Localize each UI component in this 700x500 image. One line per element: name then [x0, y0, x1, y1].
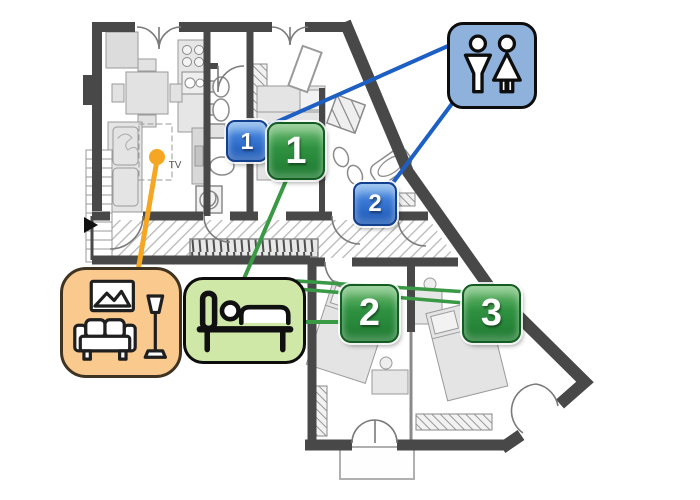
sofa-icon	[73, 318, 137, 361]
dining-table	[111, 58, 183, 128]
stove-icon	[182, 45, 204, 67]
leader-line-bedroom-1	[241, 174, 290, 283]
sofa	[107, 121, 143, 213]
picture-sofa-lamp-icon	[73, 279, 167, 361]
desk	[371, 369, 409, 395]
living-room-legend[interactable]	[60, 267, 182, 378]
corridor	[92, 220, 456, 258]
lamp-icon	[146, 294, 165, 315]
kitchen-dining-room: TV	[105, 31, 223, 214]
bed-legend[interactable]	[183, 277, 306, 364]
bathroom-1	[206, 76, 235, 176]
bathroom-badge-2[interactable]: 2	[353, 182, 397, 226]
toilet-icon	[212, 98, 230, 122]
balcony	[339, 446, 415, 480]
leader-line-living-room	[135, 157, 160, 274]
kitchen-cabinet	[105, 31, 139, 69]
bedroom-badge-2[interactable]: 2	[340, 284, 399, 343]
bedroom-badge-1[interactable]: 1	[267, 122, 325, 180]
shower-icon	[325, 93, 367, 135]
plant-icon	[117, 133, 139, 153]
window	[287, 44, 323, 94]
bidet-icon	[212, 76, 230, 98]
wardrobe	[415, 413, 493, 431]
bathroom-badge-1[interactable]: 1	[226, 120, 268, 162]
kitchen-sink-icon	[181, 71, 207, 95]
restroom-legend[interactable]	[447, 22, 537, 109]
entrance-arrow-icon	[84, 217, 98, 233]
walls	[83, 19, 594, 453]
chair	[379, 356, 393, 370]
leader-line-bathroom-1	[252, 44, 450, 134]
leader-lines	[135, 44, 470, 324]
leader-line-bathroom-2	[387, 95, 459, 190]
bidet-icon	[332, 146, 350, 168]
bedroom-badge-3[interactable]: 3	[462, 284, 521, 343]
tv-label: TV	[169, 160, 182, 171]
bed-with-person-icon	[196, 290, 293, 352]
living-room-dot	[149, 149, 165, 165]
man-woman-restroom-icon	[463, 33, 522, 93]
